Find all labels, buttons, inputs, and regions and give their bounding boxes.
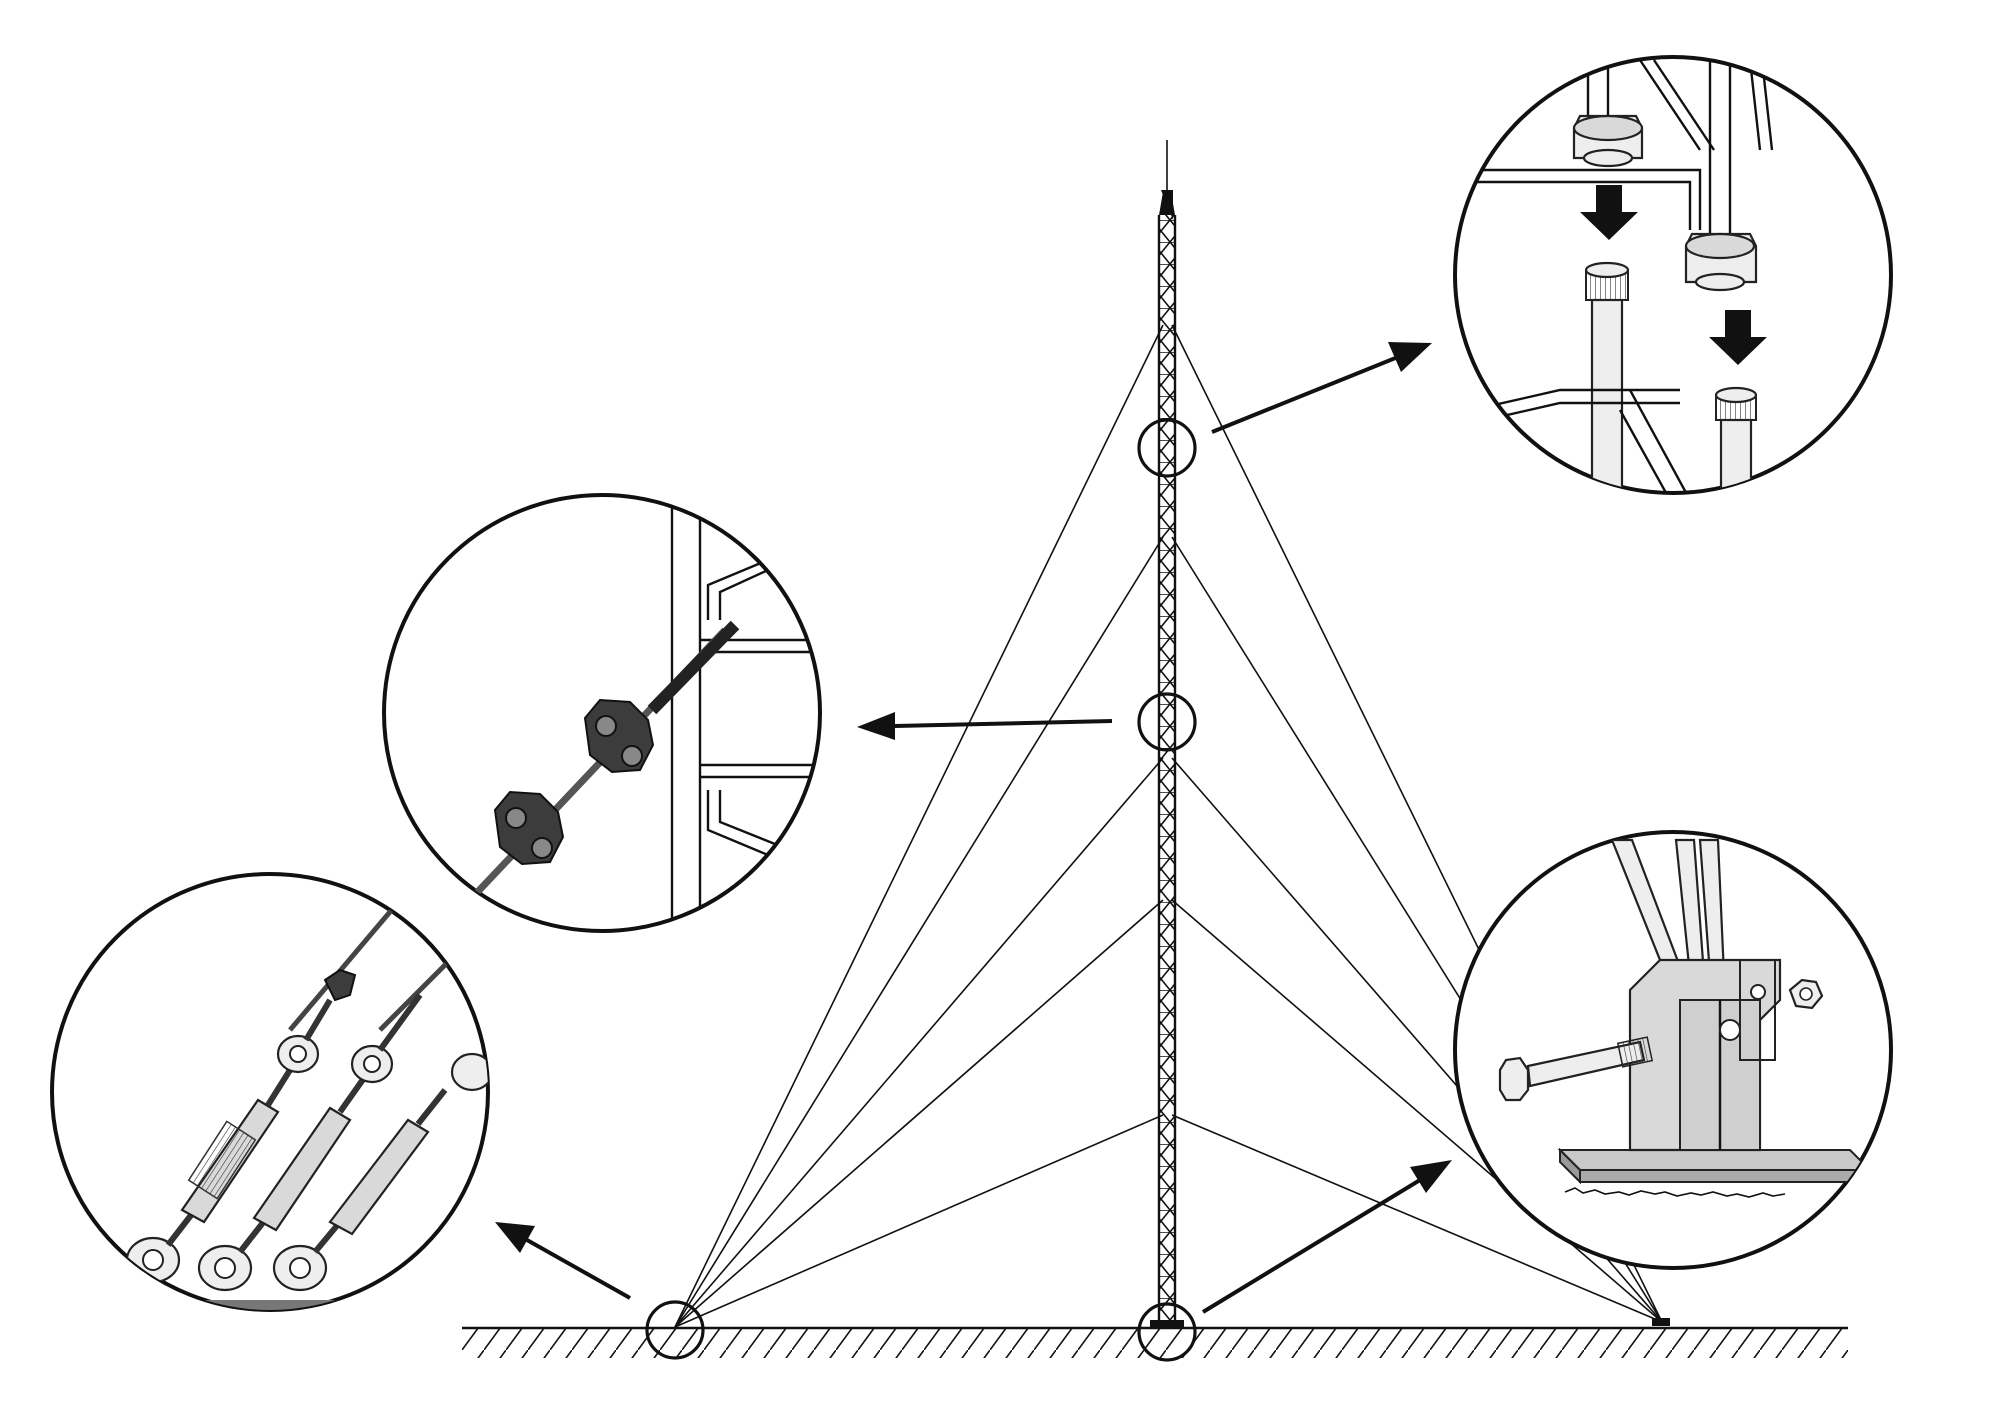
arrow-icon <box>1211 342 1432 434</box>
lattice-tower <box>1150 140 1184 1328</box>
detail-base-hinge <box>1453 830 1893 1270</box>
callout-marker-section-joint <box>1137 418 1197 478</box>
hex-nut-icon <box>1572 114 1644 168</box>
detail-section-joint <box>1453 55 1893 495</box>
arrow-icon <box>1201 1160 1452 1314</box>
turnbuckle-icon <box>197 993 423 1292</box>
hex-nut-icon <box>1684 232 1758 292</box>
hex-bolt-icon <box>1498 1036 1654 1102</box>
detail-cable-clamp <box>382 493 822 933</box>
cable-clamp-icon <box>583 698 655 774</box>
turnbuckle-icon <box>125 998 333 1284</box>
cable-clamp-icon <box>493 790 565 866</box>
callout-marker-anchor <box>645 1300 705 1360</box>
turnbuckle-icon <box>272 1052 488 1292</box>
ground <box>462 1326 1848 1358</box>
arrow-icon <box>857 712 1113 740</box>
arrow-icon <box>495 1222 631 1300</box>
detail-turnbuckle-anchor <box>50 872 490 1312</box>
hex-nut-icon <box>1788 978 1824 1010</box>
callout-marker-base <box>1137 1302 1197 1362</box>
guy-wires <box>674 324 1670 1328</box>
callout-marker-cable-clamp <box>1137 692 1197 752</box>
